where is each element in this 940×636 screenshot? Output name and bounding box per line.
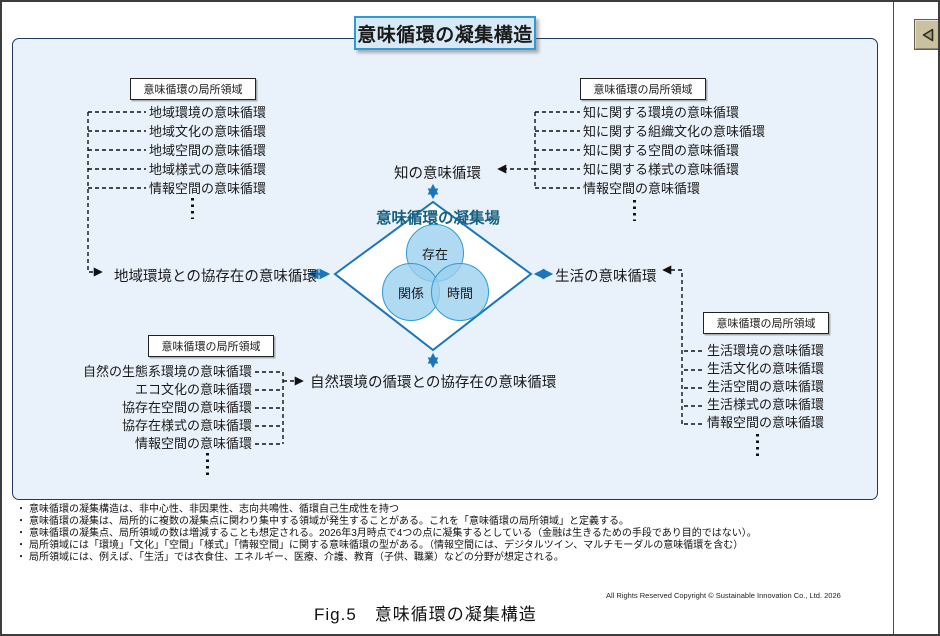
list-item: 地域様式の意味循環 [149, 162, 267, 177]
ellipsis-icon [756, 434, 759, 457]
copyright: All Rights Reserved Copyright © Sustaina… [606, 591, 841, 600]
node-nature-coexistence: 自然環境の循環との協存在の意味循環 [310, 375, 557, 391]
bullet-marker: ・ [16, 516, 26, 527]
note-item: ・意味循環の凝集点、局所領域の数は増減することも想定される。2026年3月時点で… [16, 528, 757, 540]
list-item: 知に関する組織文化の意味循環 [583, 124, 766, 139]
aggregation-field-label: 意味循環の凝集場 [376, 210, 501, 227]
ellipsis-icon [633, 200, 636, 221]
note-text: 局所領域には「環境」「文化」「空間」「様式」「情報空間」に関する意味循環の型があ… [29, 540, 744, 551]
local-region-box-top-left: 意味循環の局所領域 [130, 78, 256, 100]
local-region-list-top-right: 知に関する環境の意味循環 知に関する組織文化の意味循環 知に関する空間の意味循環… [583, 103, 765, 198]
local-region-box-bottom-left: 意味循環の局所領域 [148, 335, 274, 357]
list-item: 生活空間の意味循環 [707, 379, 825, 394]
circle-time: 時間 [431, 263, 489, 321]
note-item: ・局所領域には、例えば、「生活」では衣食住、エネルギー、医療、介護、教育（子供、… [16, 552, 757, 564]
ellipsis-icon [206, 453, 209, 476]
bullet-marker: ・ [16, 540, 26, 551]
note-text: 意味循環の凝集構造は、非中心性、非因果性、志向共鳴性、循環自己生成性を持つ [29, 504, 399, 515]
list-item: 情報空間の意味循環 [149, 181, 267, 196]
back-button[interactable] [914, 19, 938, 50]
list-item: 知に関する環境の意味循環 [583, 105, 740, 120]
list-item: 知に関する空間の意味循環 [583, 143, 740, 158]
list-item: 地域環境の意味循環 [149, 105, 267, 120]
note-item: ・局所領域には「環境」「文化」「空間」「様式」「情報空間」に関する意味循環の型が… [16, 540, 757, 552]
local-region-box-top-right: 意味循環の局所領域 [580, 78, 706, 100]
list-item: 地域文化の意味循環 [149, 124, 267, 139]
node-regional-coexistence: 地域環境との協存在の意味循環 [114, 269, 317, 285]
local-region-list-bottom-right: 生活環境の意味循環 生活文化の意味循環 生活空間の意味循環 生活様式の意味循環 … [707, 342, 824, 432]
bullet-marker: ・ [16, 528, 26, 539]
diagram-title: 意味循環の凝集構造 [354, 16, 536, 50]
list-item: 情報空間の意味循環 [707, 415, 825, 430]
list-item: 協存在様式の意味循環 [121, 418, 252, 433]
notes-list: ・意味循環の凝集構造は、非中心性、非因果性、志向共鳴性、循環自己生成性を持つ ・… [16, 504, 757, 564]
local-region-list-top-left: 地域環境の意味循環 地域文化の意味循環 地域空間の意味循環 地域様式の意味循環 … [149, 103, 266, 198]
bullet-marker: ・ [16, 552, 26, 563]
note-text: 意味循環の凝集点、局所領域の数は増減することも想定される。2026年3月時点で4… [29, 528, 757, 539]
local-region-list-bottom-left: 自然の生態系環境の意味循環 エコ文化の意味循環 協存在空間の意味循環 協存在様式… [32, 363, 252, 453]
list-item: 情報空間の意味循環 [134, 436, 252, 451]
list-item: 協存在空間の意味循環 [121, 400, 252, 415]
list-item: 生活環境の意味循環 [707, 343, 825, 358]
list-item: 生活様式の意味循環 [707, 397, 825, 412]
node-life-circulation: 生活の意味循環 [555, 269, 657, 285]
list-item: エコ文化の意味循環 [134, 382, 252, 397]
local-region-box-bottom-right: 意味循環の局所領域 [703, 312, 829, 334]
bullet-marker: ・ [16, 504, 26, 515]
back-triangle-icon [922, 28, 933, 41]
note-text: 意味循環の凝集は、局所的に複数の凝集点に関わり集中する領域が発生することがある。… [29, 516, 629, 527]
list-item: 自然の生態系環境の意味循環 [82, 364, 252, 379]
slide-edge-divider [893, 2, 894, 634]
ellipsis-icon [191, 198, 194, 219]
note-item: ・意味循環の凝集は、局所的に複数の凝集点に関わり集中する領域が発生することがある… [16, 516, 757, 528]
list-item: 知に関する様式の意味循環 [583, 162, 740, 177]
list-item: 地域空間の意味循環 [149, 143, 267, 158]
note-item: ・意味循環の凝集構造は、非中心性、非因果性、志向共鳴性、循環自己生成性を持つ [16, 504, 757, 516]
node-knowledge-circulation: 知の意味循環 [394, 166, 481, 182]
list-item: 情報空間の意味循環 [583, 181, 701, 196]
note-text: 局所領域には、例えば、「生活」では衣食住、エネルギー、医療、介護、教育（子供、職… [29, 552, 564, 563]
figure-caption: Fig.5 意味循環の凝集構造 [314, 605, 537, 624]
list-item: 生活文化の意味循環 [707, 361, 825, 376]
